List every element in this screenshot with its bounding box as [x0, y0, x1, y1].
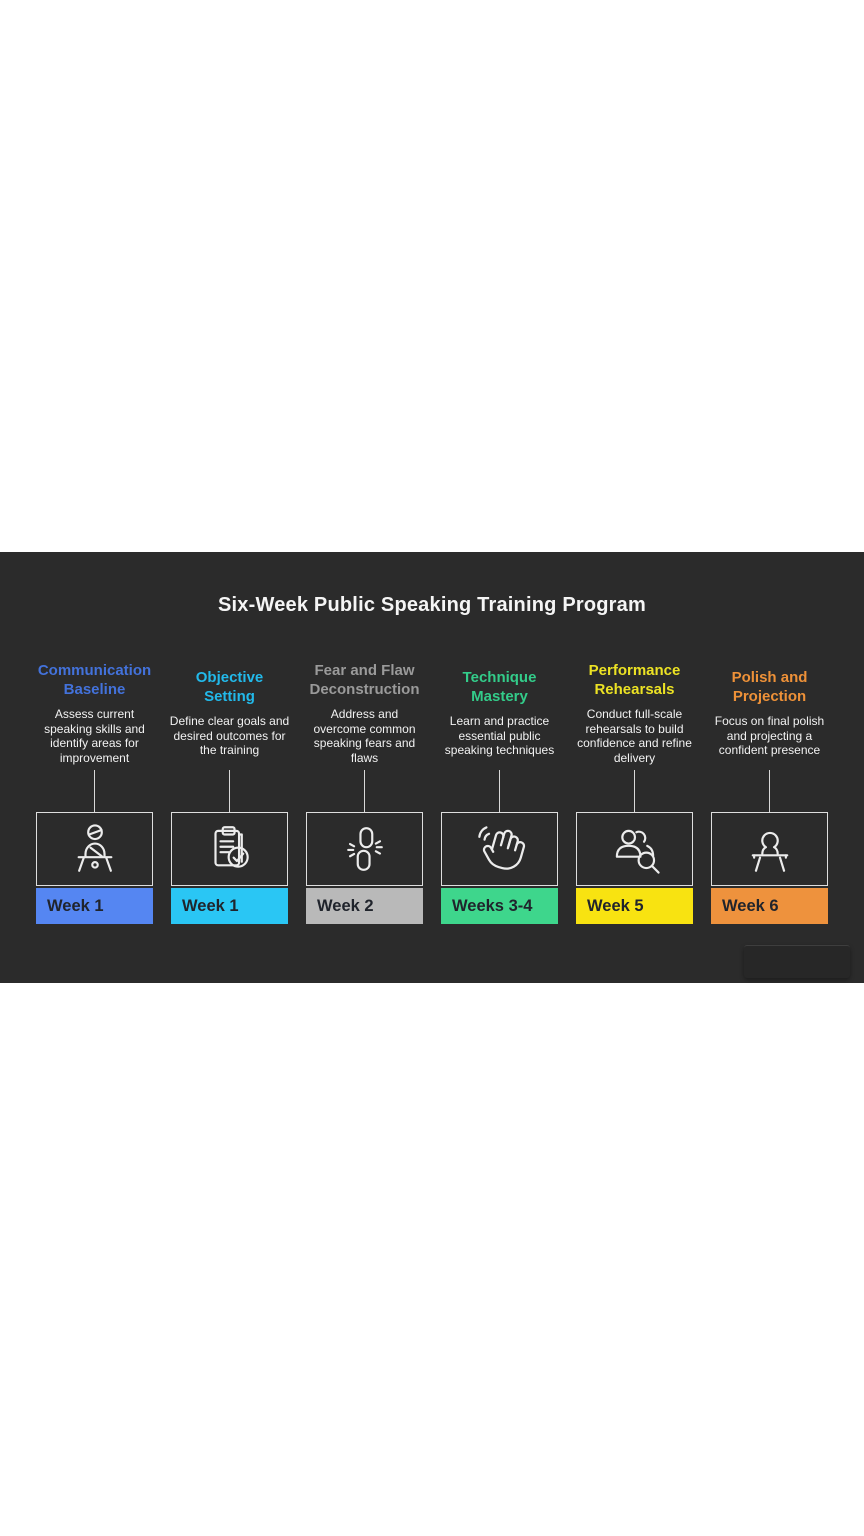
stage-heading: Performance Rehearsals: [588, 662, 681, 698]
stage-text-block: Communication Baseline Assess current sp…: [34, 656, 156, 770]
connector-line: [633, 770, 636, 812]
stage-columns: Communication Baseline Assess current sp…: [36, 656, 828, 924]
connector-line: [768, 770, 771, 812]
infographic-panel: Six-Week Public Speaking Training Progra…: [0, 552, 864, 983]
stage-heading: Polish and Projection: [731, 669, 808, 706]
week-badge: Week 6: [711, 888, 828, 924]
connector-line: [363, 770, 366, 812]
stage-text-block: Objective Setting Define clear goals and…: [169, 656, 291, 770]
week-badge: Week 1: [171, 888, 288, 924]
stage-heading: Communication Baseline: [37, 662, 152, 698]
week-badge: Week 1: [36, 888, 153, 924]
stage-description: Conduct full-scale rehearsals to build c…: [577, 707, 692, 765]
clipboard-check-icon: [201, 820, 259, 878]
stage-text-block: Performance Rehearsals Conduct full-scal…: [574, 656, 696, 770]
waving-hand-icon: [470, 819, 530, 879]
stage-heading: Fear and Flaw Deconstruction: [309, 662, 420, 698]
stage-column-objective-setting: Objective Setting Define clear goals and…: [169, 656, 291, 924]
speaker-at-lectern-icon: [741, 820, 799, 878]
stage-description: Focus on final polish and projecting a c…: [714, 714, 825, 758]
connector-line: [498, 770, 501, 812]
week-badge: Weeks 3-4: [441, 888, 558, 924]
stage-column-polish-projection: Polish and Projection Focus on final pol…: [711, 656, 828, 924]
connector-line: [93, 770, 96, 812]
presenter-at-desk-icon: [66, 820, 124, 878]
watermark-box: [744, 945, 850, 978]
connector-line: [228, 770, 231, 812]
stage-icon-box: [171, 812, 288, 886]
stage-description: Assess current speaking skills and ident…: [44, 707, 145, 765]
stage-heading: Technique Mastery: [462, 669, 537, 706]
stage-icon-box: [36, 812, 153, 886]
stage-heading: Objective Setting: [195, 669, 264, 706]
stage-column-fear-flaw-deconstruction: Fear and Flaw Deconstruction Address and…: [306, 656, 423, 924]
diagram-title: Six-Week Public Speaking Training Progra…: [218, 594, 646, 616]
stage-text-block: Technique Mastery Learn and practice ess…: [439, 656, 561, 770]
broken-chain-icon: [336, 820, 394, 878]
stage-icon-box: [711, 812, 828, 886]
week-badge: Week 5: [576, 888, 693, 924]
stage-column-communication-baseline: Communication Baseline Assess current sp…: [36, 656, 153, 924]
stage-icon-box: [306, 812, 423, 886]
stage-icon-box: [441, 812, 558, 886]
week-badge: Week 2: [306, 888, 423, 924]
stage-text-block: Fear and Flaw Deconstruction Address and…: [304, 656, 426, 770]
stage-column-technique-mastery: Technique Mastery Learn and practice ess…: [441, 656, 558, 924]
stage-column-performance-rehearsals: Performance Rehearsals Conduct full-scal…: [576, 656, 693, 924]
audience-search-icon: [606, 820, 664, 878]
stage-description: Learn and practice essential public spea…: [444, 714, 555, 758]
stage-description: Address and overcome common speaking fea…: [313, 707, 416, 765]
stage-icon-box: [576, 812, 693, 886]
stage-text-block: Polish and Projection Focus on final pol…: [709, 656, 831, 770]
stage-description: Define clear goals and desired outcomes …: [169, 714, 290, 758]
